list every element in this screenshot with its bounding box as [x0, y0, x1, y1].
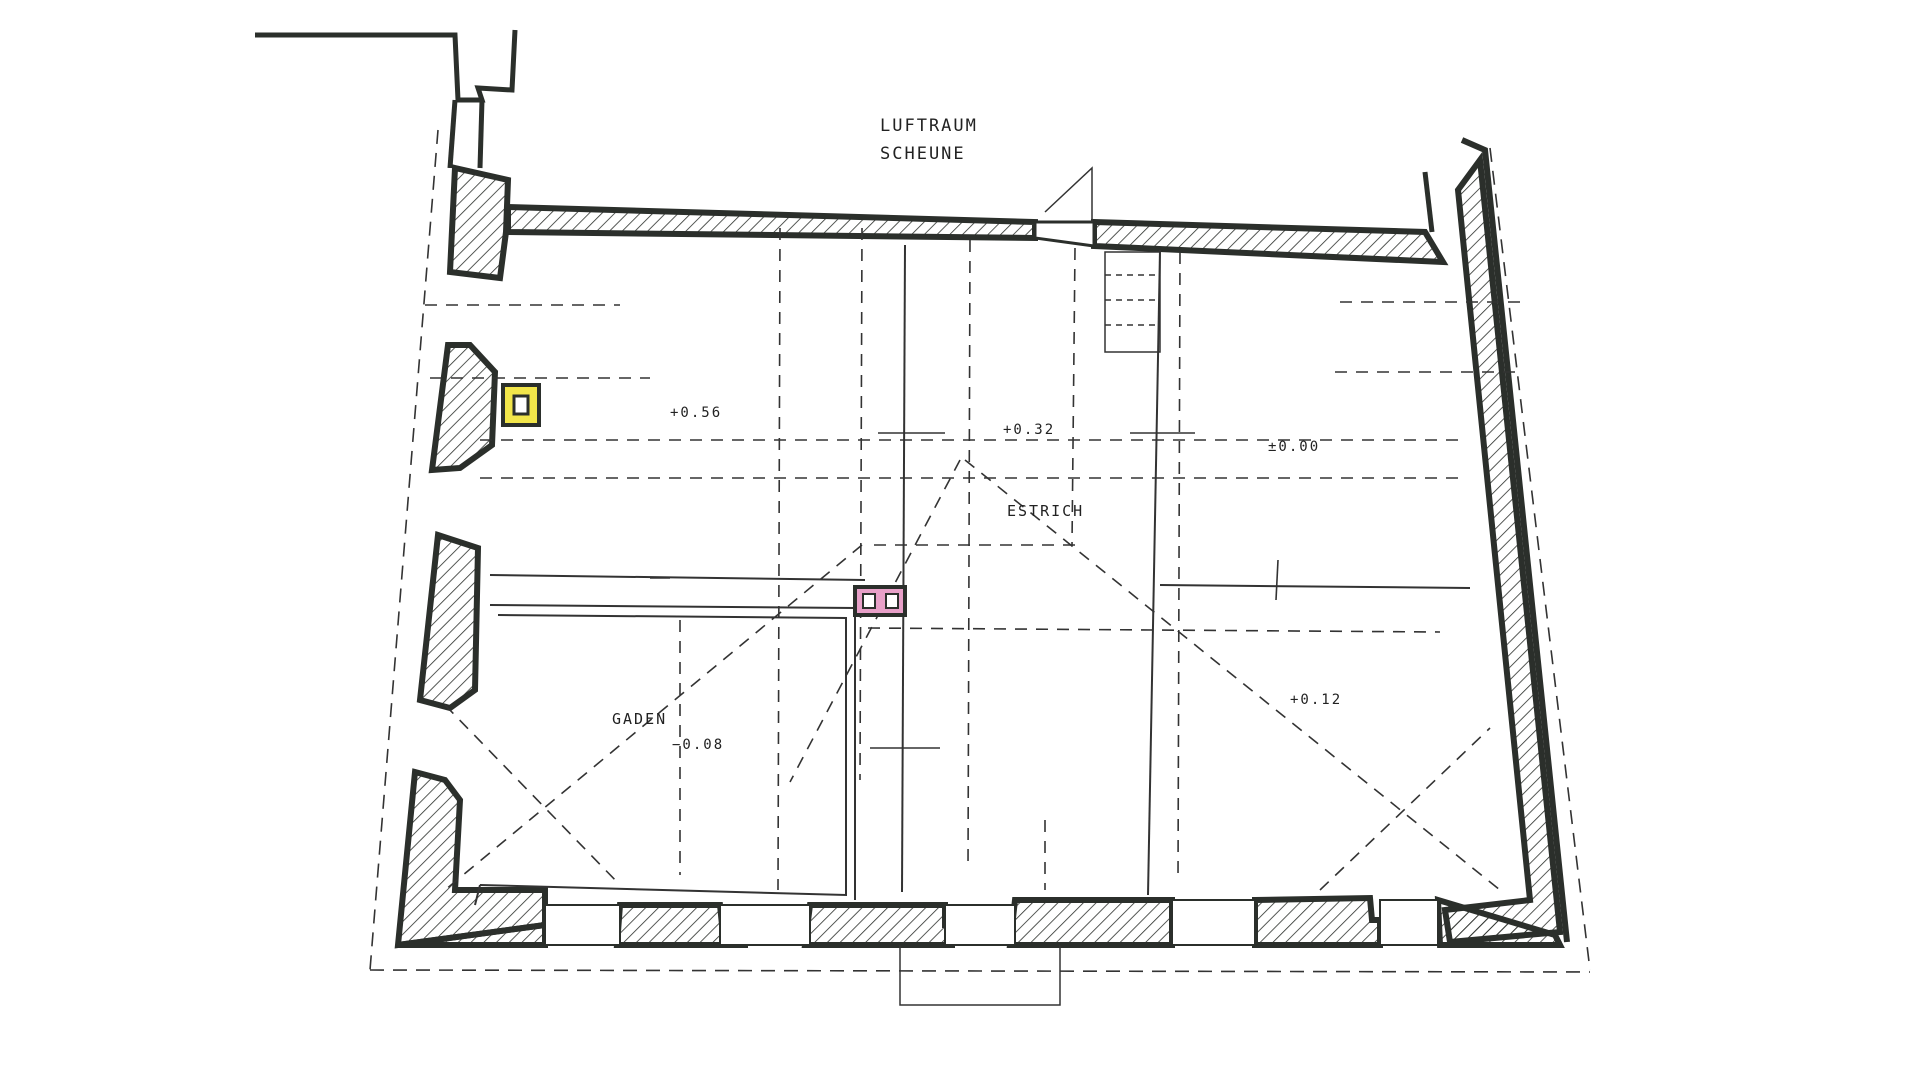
- east-wall: [1422, 137, 1570, 946]
- dashed-ceiling-lines: [425, 227, 1520, 891]
- level-label-southeast: +0.12: [1290, 692, 1343, 708]
- level-label-northwest: +0.56: [670, 405, 723, 421]
- stair: [1044, 166, 1161, 353]
- northwest-annex-wall: [255, 29, 518, 169]
- roof-diagonals: [444, 459, 1501, 891]
- outside-label: LUFTRAUM SCHEUNE: [880, 112, 978, 168]
- entrance-outline: [899, 945, 1061, 1006]
- room-label-gaden: GADEN: [612, 710, 668, 728]
- level-label-center: +0.32: [1003, 422, 1056, 438]
- gaden-room-partition: [474, 244, 1471, 906]
- north-wall: [505, 203, 1449, 266]
- room-label-estrich: ESTRICH: [1007, 502, 1085, 520]
- level-label-northeast: ±0.00: [1268, 439, 1321, 455]
- outside-label-line2: SCHEUNE: [880, 144, 966, 164]
- chimney-pink: [853, 585, 907, 617]
- level-label-gaden: −0.08: [672, 737, 725, 753]
- south-wall-openings: [544, 899, 1439, 946]
- west-wall-piers: [394, 164, 548, 949]
- outer-dashed-outline: [369, 129, 1591, 973]
- outside-label-line1: LUFTRAUM: [880, 116, 978, 136]
- chimney-yellow: [501, 383, 541, 427]
- level-marks: [650, 432, 1279, 749]
